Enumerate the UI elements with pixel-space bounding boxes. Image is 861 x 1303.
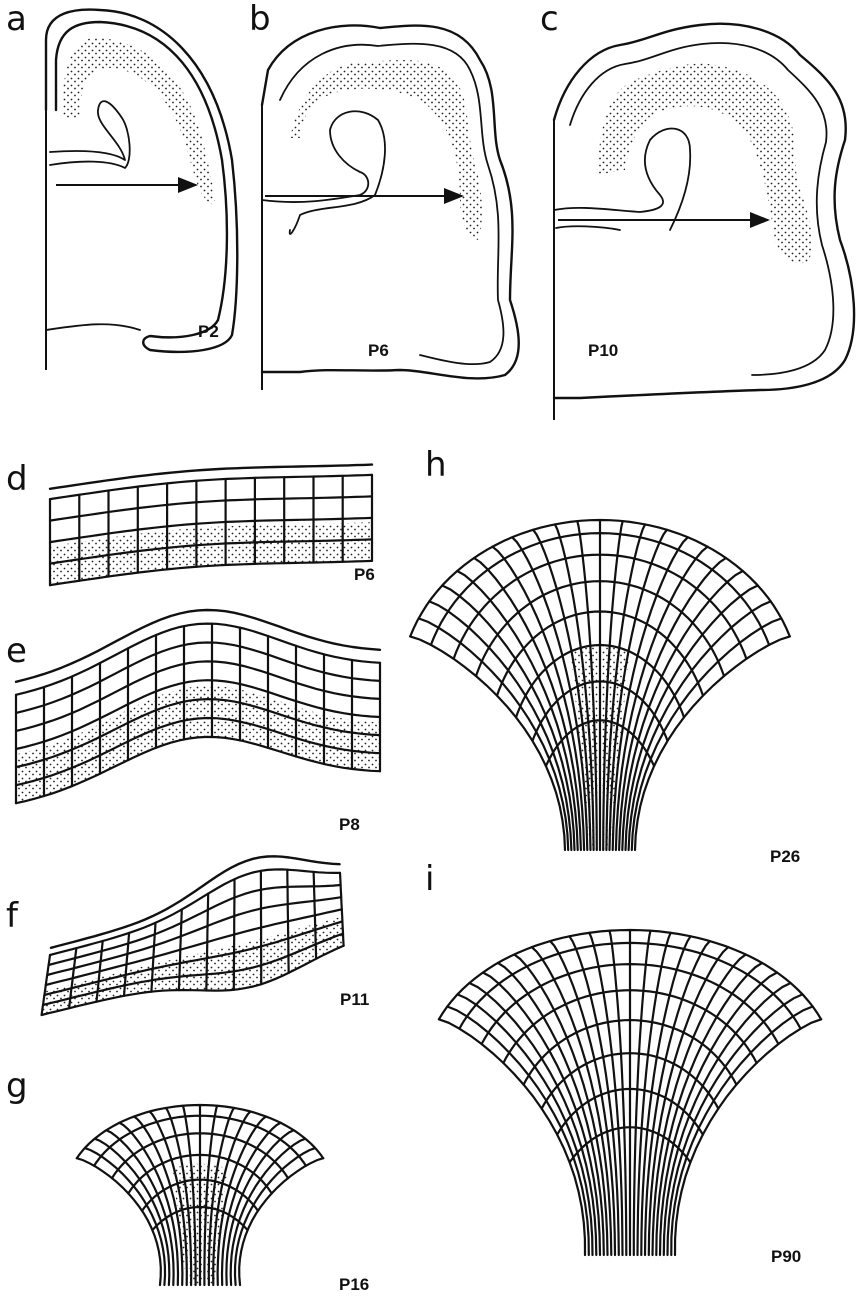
panel-letter-h: h: [425, 445, 447, 485]
base-a: [46, 324, 140, 330]
panel-letter-d: d: [6, 459, 28, 499]
ventricle-b: [262, 111, 385, 234]
cortex-b: [290, 60, 482, 240]
panel-a: a P2: [6, 0, 237, 370]
panel-c: c P10: [540, 0, 854, 420]
panel-e-grid: [16, 610, 380, 803]
age-label-g: P16: [339, 1275, 369, 1294]
panel-e-grid-tangential-line: [16, 624, 380, 695]
panel-h-grid: [410, 520, 790, 850]
panel-letter-g: g: [6, 1066, 28, 1106]
cortex-a: [62, 38, 215, 205]
panel-letter-a: a: [6, 0, 27, 39]
age-label-i: P90: [771, 1247, 801, 1266]
panel-letter-f: f: [6, 896, 19, 936]
age-label-f: P11: [340, 990, 369, 1009]
panel-f-grid: [42, 856, 344, 1015]
age-label-e: P8: [339, 815, 360, 834]
ventricle-a: [50, 101, 130, 168]
age-label-b: P6: [368, 341, 389, 360]
panel-d-grid-tangential-line: [50, 475, 372, 499]
panel-i-grid: [439, 930, 821, 1255]
panel-letter-b: b: [249, 0, 271, 39]
panel-letter-c: c: [540, 0, 559, 39]
age-label-h: P26: [770, 847, 800, 866]
panel-letter-e: e: [6, 631, 27, 671]
age-label-a: P2: [198, 322, 219, 341]
age-label-c: P10: [588, 341, 618, 360]
cortex-c: [597, 64, 812, 263]
panel-letter-i: i: [425, 859, 434, 899]
panel-f-grid-radial-line: [234, 879, 235, 990]
panel-b: b P6: [249, 0, 519, 390]
panel-f-grid-radial-line: [287, 870, 288, 973]
panel-d-grid-tangential-line: [50, 496, 372, 520]
panel-d-grid-stipple: [50, 522, 372, 585]
grid-panels: [16, 465, 821, 1285]
panel-e-grid-pia: [16, 610, 380, 682]
panel-g-grid: [77, 1105, 323, 1285]
ventricle-c2: [556, 226, 620, 230]
panel-d-grid: [50, 465, 372, 585]
age-label-d: P6: [354, 565, 375, 584]
